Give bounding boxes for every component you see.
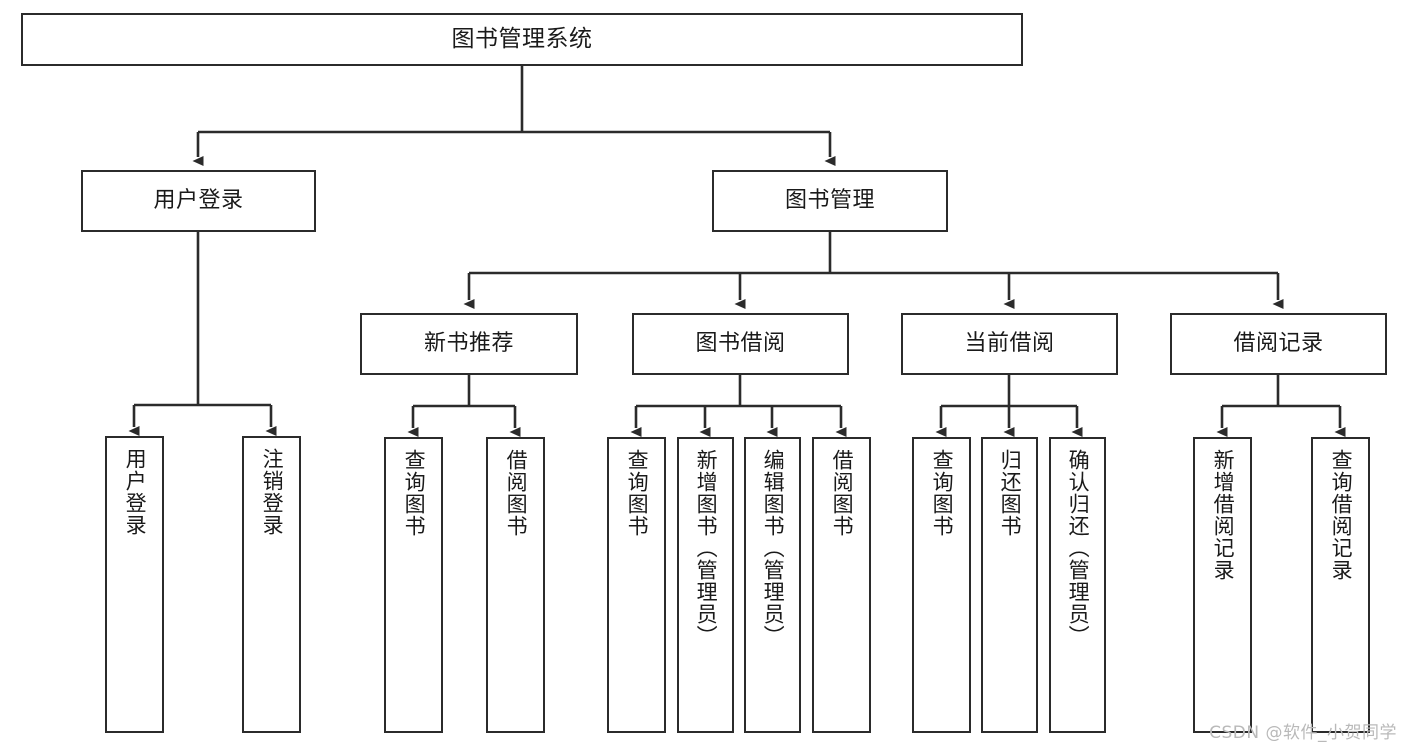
node-leaf-query-borrow-record[interactable]: 查询借阅记录 bbox=[1311, 437, 1370, 733]
node-new-book-recommend-label: 新书推荐 bbox=[423, 331, 514, 357]
node-book-management-label: 图书管理 bbox=[784, 188, 875, 214]
node-leaf-query-book-new[interactable]: 查询图书 bbox=[384, 437, 443, 733]
node-leaf-borrow-book-new-label: 借阅图书 bbox=[504, 449, 529, 537]
node-leaf-add-borrow-record-label: 新增借阅记录 bbox=[1211, 449, 1236, 581]
node-leaf-add-book-admin[interactable]: 新增图书（管理员） bbox=[677, 437, 734, 733]
node-leaf-add-book-admin-label: 新增图书（管理员） bbox=[694, 449, 719, 647]
node-leaf-query-book-new-label: 查询图书 bbox=[402, 449, 427, 537]
node-user-login-label: 用户登录 bbox=[153, 188, 244, 214]
node-current-borrow[interactable]: 当前借阅 bbox=[901, 313, 1118, 375]
node-leaf-edit-book-admin-label: 编辑图书（管理员） bbox=[761, 449, 786, 647]
node-book-management[interactable]: 图书管理 bbox=[712, 170, 948, 232]
node-leaf-add-borrow-record[interactable]: 新增借阅记录 bbox=[1193, 437, 1252, 733]
node-current-borrow-label: 当前借阅 bbox=[964, 331, 1055, 357]
node-book-borrow-label: 图书借阅 bbox=[695, 331, 786, 357]
node-user-login[interactable]: 用户登录 bbox=[81, 170, 316, 232]
node-leaf-logout[interactable]: 注销登录 bbox=[242, 436, 301, 733]
node-leaf-query-book-current[interactable]: 查询图书 bbox=[912, 437, 971, 733]
node-leaf-return-book[interactable]: 归还图书 bbox=[981, 437, 1038, 733]
node-leaf-user-login-label: 用户登录 bbox=[123, 448, 148, 536]
node-leaf-borrow-book-label: 借阅图书 bbox=[830, 449, 855, 537]
node-new-book-recommend[interactable]: 新书推荐 bbox=[360, 313, 578, 375]
node-book-borrow[interactable]: 图书借阅 bbox=[632, 313, 849, 375]
node-leaf-query-book-borrow-label: 查询图书 bbox=[625, 449, 650, 537]
node-leaf-return-book-label: 归还图书 bbox=[998, 449, 1023, 537]
node-leaf-logout-label: 注销登录 bbox=[260, 448, 285, 536]
node-root[interactable]: 图书管理系统 bbox=[21, 13, 1023, 66]
node-leaf-confirm-return-admin-label: 确认归还（管理员） bbox=[1066, 449, 1091, 647]
node-root-label: 图书管理系统 bbox=[451, 26, 593, 53]
node-leaf-edit-book-admin[interactable]: 编辑图书（管理员） bbox=[744, 437, 801, 733]
node-borrow-record[interactable]: 借阅记录 bbox=[1170, 313, 1387, 375]
node-leaf-borrow-book[interactable]: 借阅图书 bbox=[812, 437, 871, 733]
node-leaf-user-login[interactable]: 用户登录 bbox=[105, 436, 164, 733]
node-leaf-confirm-return-admin[interactable]: 确认归还（管理员） bbox=[1049, 437, 1106, 733]
node-leaf-query-book-current-label: 查询图书 bbox=[930, 449, 955, 537]
node-leaf-query-borrow-record-label: 查询借阅记录 bbox=[1329, 449, 1354, 581]
node-borrow-record-label: 借阅记录 bbox=[1233, 331, 1324, 357]
node-leaf-borrow-book-new[interactable]: 借阅图书 bbox=[486, 437, 545, 733]
node-leaf-query-book-borrow[interactable]: 查询图书 bbox=[607, 437, 666, 733]
